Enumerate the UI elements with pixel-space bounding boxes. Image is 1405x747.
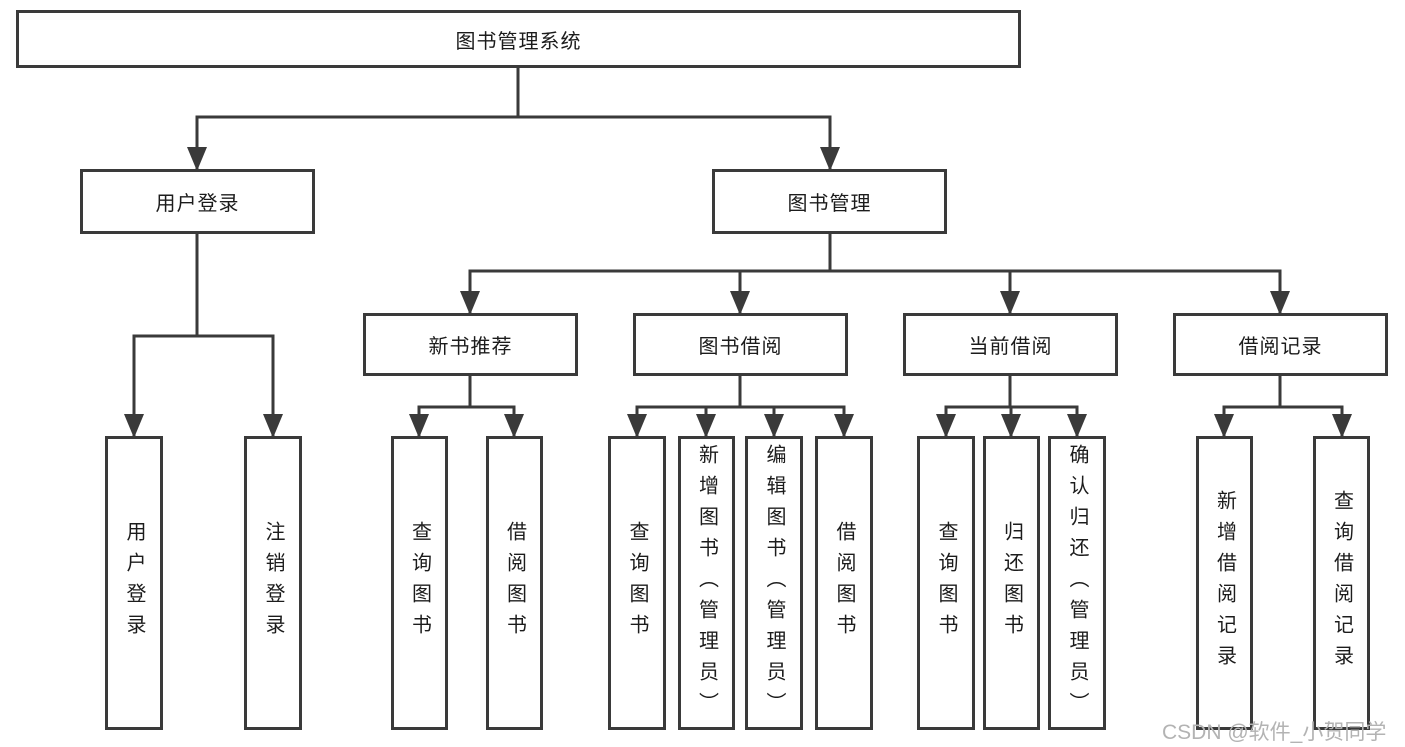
connector-line [195, 115, 832, 169]
leaf-query-borrow-record-label: 查询借阅记录 [1330, 490, 1353, 676]
leaf-query-books-current: 查询图书 [917, 436, 975, 730]
arrowhead [627, 414, 647, 438]
connector-line [417, 405, 516, 436]
arrowhead [820, 147, 840, 171]
arrowhead [1000, 291, 1020, 315]
leaf-return-book-label: 归还图书 [1000, 521, 1023, 645]
node-book-borrow: 图书借阅 [633, 313, 848, 376]
connector-line [635, 405, 846, 436]
arrowhead [263, 414, 283, 438]
connector-new-book-recommend-branch [409, 376, 524, 438]
node-user-login: 用户登录 [80, 169, 315, 234]
node-book-management-label: 图书管理 [787, 193, 872, 215]
arrowhead [696, 414, 716, 438]
arrowhead [1332, 414, 1352, 438]
connector-current-borrow-branch [936, 376, 1087, 438]
node-book-management: 图书管理 [712, 169, 947, 234]
leaf-edit-book-admin-label: 编辑图书（管理员） [763, 443, 785, 723]
arrowhead [504, 414, 524, 438]
leaf-confirm-return-admin-label: 确认归还（管理员） [1066, 443, 1088, 723]
leaf-edit-book-admin: 编辑图书（管理员） [745, 436, 803, 730]
leaf-query-books-borrow: 查询图书 [608, 436, 666, 730]
leaf-return-book: 归还图书 [983, 436, 1040, 730]
leaf-query-books-recommend: 查询图书 [391, 436, 448, 730]
leaf-add-borrow-record: 新增借阅记录 [1196, 436, 1253, 730]
node-library-system-label: 图书管理系统 [455, 30, 582, 53]
arrowhead [187, 147, 207, 171]
node-library-system: 图书管理系统 [16, 10, 1021, 68]
arrowhead [409, 414, 429, 438]
leaf-borrow-books: 借阅图书 [815, 436, 873, 730]
node-new-book-recommend-label: 新书推荐 [428, 336, 513, 358]
arrowhead [834, 414, 854, 438]
arrowhead [460, 291, 480, 315]
watermark: CSDN @软件_小贺同学 [1162, 721, 1387, 744]
leaf-add-book-admin-label: 新增图书（管理员） [695, 443, 718, 723]
leaf-logout-label: 注销登录 [262, 521, 284, 645]
connector-line [468, 269, 1282, 313]
arrowhead [730, 291, 750, 315]
connector-borrow-records-branch [1214, 376, 1352, 438]
leaf-query-books-recommend-label: 查询图书 [408, 521, 431, 645]
connector-book-borrow-branch [627, 376, 854, 438]
connector-line [132, 334, 275, 436]
connector-line [1222, 405, 1344, 436]
arrowhead [764, 414, 784, 438]
arrowhead [1001, 414, 1021, 438]
arrowhead [1270, 291, 1290, 315]
node-current-borrow: 当前借阅 [903, 313, 1118, 376]
leaf-add-book-admin: 新增图书（管理员） [678, 436, 735, 730]
leaf-borrow-books-recommend-label: 借阅图书 [503, 521, 526, 645]
leaf-confirm-return-admin: 确认归还（管理员） [1048, 436, 1106, 730]
leaf-borrow-books-recommend: 借阅图书 [486, 436, 543, 730]
leaf-query-books-current-label: 查询图书 [935, 521, 957, 645]
arrowhead [936, 414, 956, 438]
arrowhead [1214, 414, 1234, 438]
node-book-borrow-label: 图书借阅 [698, 336, 783, 358]
node-borrow-records-label: 借阅记录 [1238, 336, 1323, 358]
node-new-book-recommend: 新书推荐 [363, 313, 578, 376]
arrowhead [1067, 414, 1087, 438]
node-borrow-records: 借阅记录 [1173, 313, 1388, 376]
leaf-borrow-books-label: 借阅图书 [833, 521, 855, 645]
leaf-logout: 注销登录 [244, 436, 302, 730]
leaf-user-login: 用户登录 [105, 436, 163, 730]
connector-book-management-branch [460, 234, 1290, 315]
node-user-login-label: 用户登录 [155, 193, 240, 215]
leaf-add-borrow-record-label: 新增借阅记录 [1213, 490, 1236, 676]
connector-user-login-branch [124, 234, 283, 438]
leaf-query-books-borrow-label: 查询图书 [626, 521, 648, 645]
leaf-query-borrow-record: 查询借阅记录 [1313, 436, 1370, 730]
node-current-borrow-label: 当前借阅 [968, 336, 1053, 358]
connector-root-branch [187, 68, 840, 171]
leaf-user-login-label: 用户登录 [123, 521, 145, 645]
arrowhead [124, 414, 144, 438]
